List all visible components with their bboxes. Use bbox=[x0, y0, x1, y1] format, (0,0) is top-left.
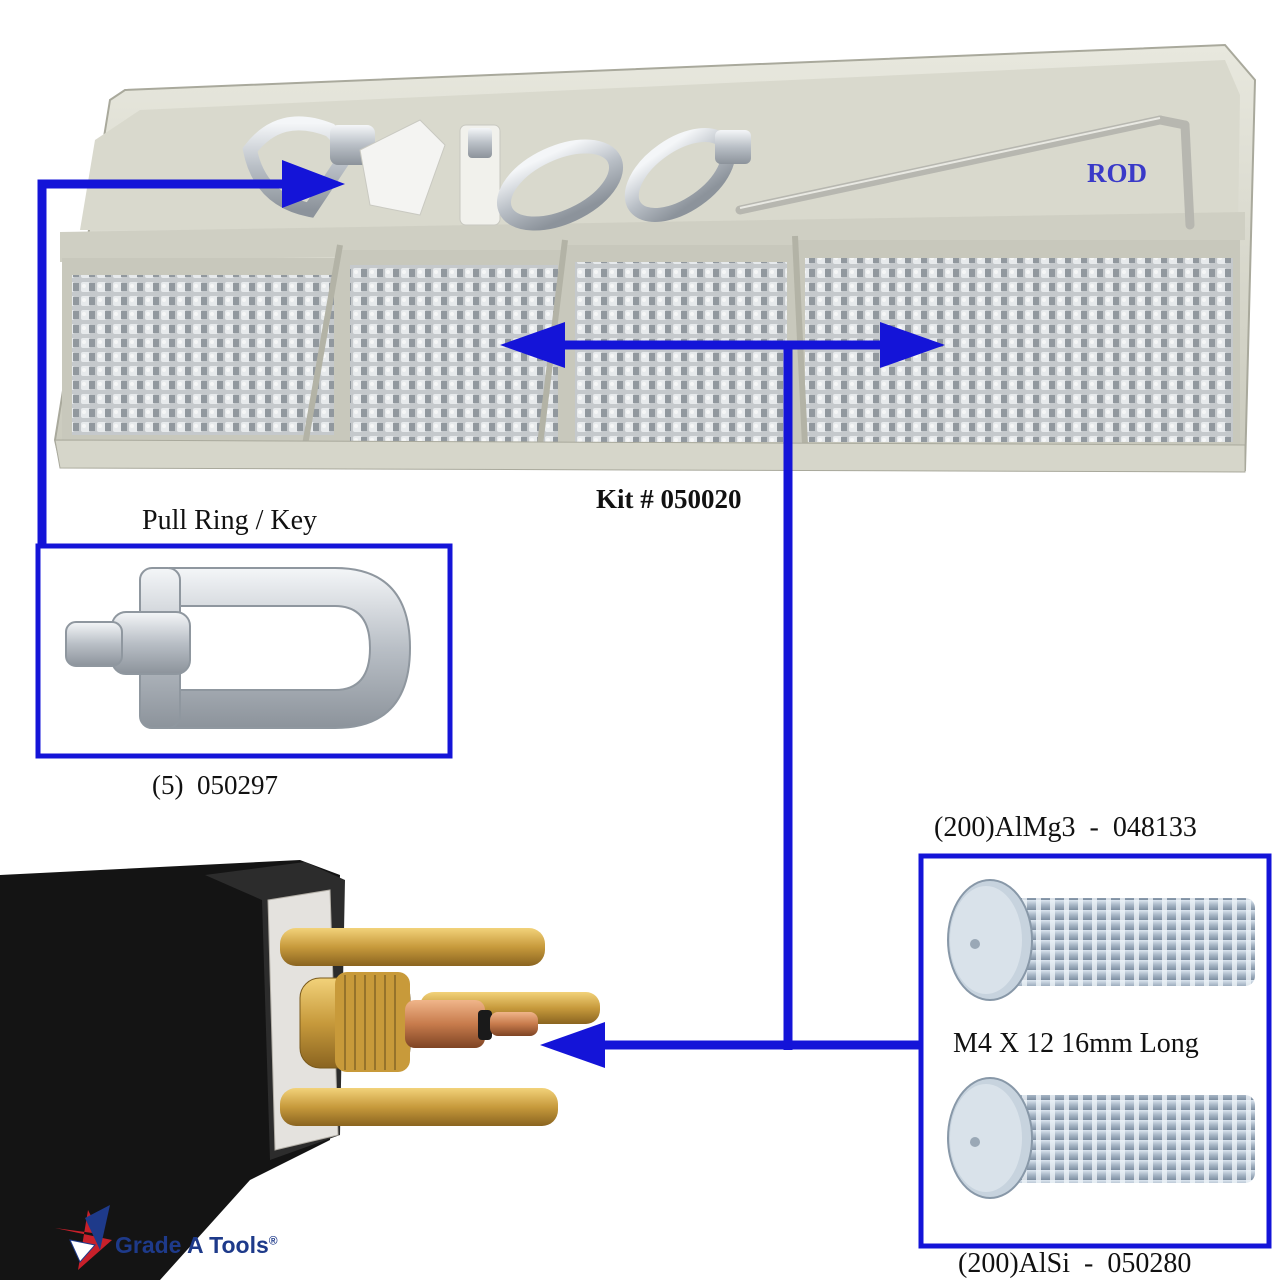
arrow-to-gun-tip bbox=[540, 1022, 605, 1068]
pull-ring-frame bbox=[35, 543, 453, 759]
brand-name: Grade A Tools® bbox=[115, 1232, 278, 1259]
stud-almg3-label: (200)AlMg3 - 048133 bbox=[934, 812, 1197, 843]
rod bbox=[735, 115, 1195, 230]
stud-size-label: M4 X 12 16mm Long bbox=[953, 1028, 1199, 1060]
registered-mark: ® bbox=[268, 1233, 278, 1248]
stud-welder-gun bbox=[0, 860, 600, 1280]
grade-a-tools-logo-icon bbox=[55, 1205, 112, 1270]
kit-number: Kit # 050020 bbox=[596, 484, 742, 514]
pull-rings-in-tray bbox=[242, 116, 751, 231]
stud-alsi-label: (200)AlSi - 050280 bbox=[958, 1248, 1192, 1279]
arrow-to-studs-right bbox=[880, 322, 945, 368]
connector-lines bbox=[37, 179, 921, 1050]
pull-ring-part-number: (5) 050297 bbox=[152, 770, 278, 800]
storage-tray bbox=[53, 43, 1257, 473]
pull-ring-closeup bbox=[65, 567, 412, 729]
pull-ring-title: Pull Ring / Key bbox=[142, 505, 318, 536]
arrow-to-studs-left bbox=[500, 322, 565, 368]
weld-studs-closeup bbox=[947, 879, 1255, 1199]
brand-name-text: Grade A Tools bbox=[115, 1232, 269, 1258]
rod-label: ROD bbox=[1087, 158, 1147, 188]
arrow-to-pull-rings bbox=[282, 160, 345, 208]
studs-frame bbox=[918, 853, 1272, 1249]
arrow-heads bbox=[282, 160, 945, 1068]
